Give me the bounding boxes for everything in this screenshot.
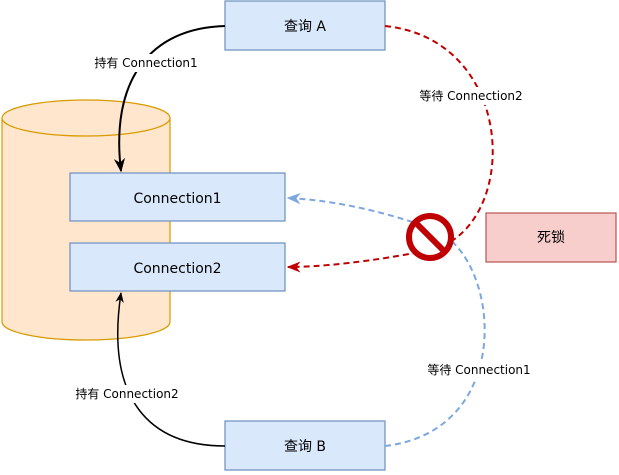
query-a-box: 查询 A (224, 0, 386, 51)
connection1-box: Connection1 (69, 172, 286, 222)
hold-arrow-b (115, 291, 226, 447)
hold-label-b: 持有 Connection2 (75, 386, 178, 401)
query-a-label: 查询 A (284, 19, 326, 35)
hold-label-b-bg (68, 385, 186, 403)
connection2-label: Connection2 (133, 261, 221, 277)
deadlock-box: 死锁 (485, 212, 617, 263)
prohibited-icon (406, 213, 454, 261)
wait-label-b: 等待 Connection1 (427, 363, 530, 377)
wait-label-a-bg (412, 87, 530, 105)
hold-label-a: 持有 Connection1 (94, 55, 197, 70)
wait-arrow-a (286, 25, 494, 273)
query-b-label: 查询 B (284, 439, 326, 455)
connection1-label: Connection1 (133, 191, 221, 207)
wait-label-a: 等待 Connection2 (419, 89, 522, 103)
query-b-box: 查询 B (224, 420, 386, 471)
deadlock-label: 死锁 (537, 230, 565, 246)
connection2-box: Connection2 (69, 242, 286, 292)
wait-label-b-bg (420, 361, 538, 379)
wait-arrow-b (286, 193, 486, 447)
hold-label-a-bg (88, 54, 204, 72)
